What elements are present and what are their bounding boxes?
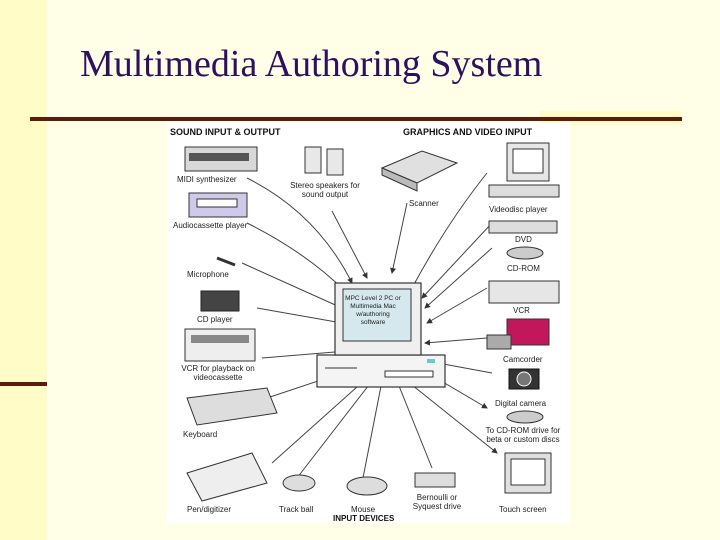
left-accent-line — [0, 382, 47, 386]
label-cd-player: CD player — [197, 315, 233, 324]
label-camcorder: Camcorder — [503, 355, 543, 364]
label-stereo-speakers: Stereo speakers for sound output — [290, 181, 360, 199]
label-cd-rom: CD-ROM — [507, 264, 540, 273]
center-screen-text: MPC Level 2 PC or Multimedia Mac w/autho… — [345, 295, 401, 326]
label-scanner: Scanner — [409, 199, 439, 208]
label-vcr-playback: VCR for playback on videocassette — [181, 364, 255, 382]
label-vcr: VCR — [513, 306, 530, 315]
rule-accent-line — [540, 117, 682, 121]
connector-lines — [241, 172, 498, 484]
label-mouse: Mouse — [351, 505, 376, 514]
label-digital-camera: Digital camera — [495, 399, 547, 408]
left-sidebar-band — [0, 0, 47, 540]
label-microphone: Microphone — [187, 270, 229, 279]
header-sound-input-output: SOUND INPUT & OUTPUT — [170, 127, 281, 137]
diagram-artwork — [184, 142, 560, 502]
title-rule — [30, 117, 682, 121]
label-midi-synthesizer: MIDI synthesizer — [177, 175, 237, 184]
label-videodisc-player: Videodisc player — [489, 205, 548, 214]
label-touch-screen: Touch screen — [499, 505, 547, 514]
slide-title: Multimedia Authoring System — [80, 43, 543, 85]
label-cd-rom-drive: To CD-ROM drive for beta or custom discs — [485, 426, 561, 444]
header-graphics-video-input: GRAPHICS AND VIDEO INPUT — [403, 127, 533, 137]
label-pen-digitizer: Pen/digitizer — [187, 505, 232, 514]
label-keyboard: Keyboard — [183, 430, 218, 439]
label-audiocassette-player: Audiocassette player — [173, 221, 248, 230]
label-dvd: DVD — [515, 235, 532, 244]
authoring-system-diagram: SOUND INPUT & OUTPUT GRAPHICS AND VIDEO … — [167, 123, 570, 523]
central-computer — [316, 282, 446, 388]
label-track-ball: Track ball — [279, 505, 314, 514]
header-input-devices: INPUT DEVICES — [333, 514, 395, 523]
label-bernoulli-syquest: Bernoulli or Syquest drive — [412, 493, 462, 511]
